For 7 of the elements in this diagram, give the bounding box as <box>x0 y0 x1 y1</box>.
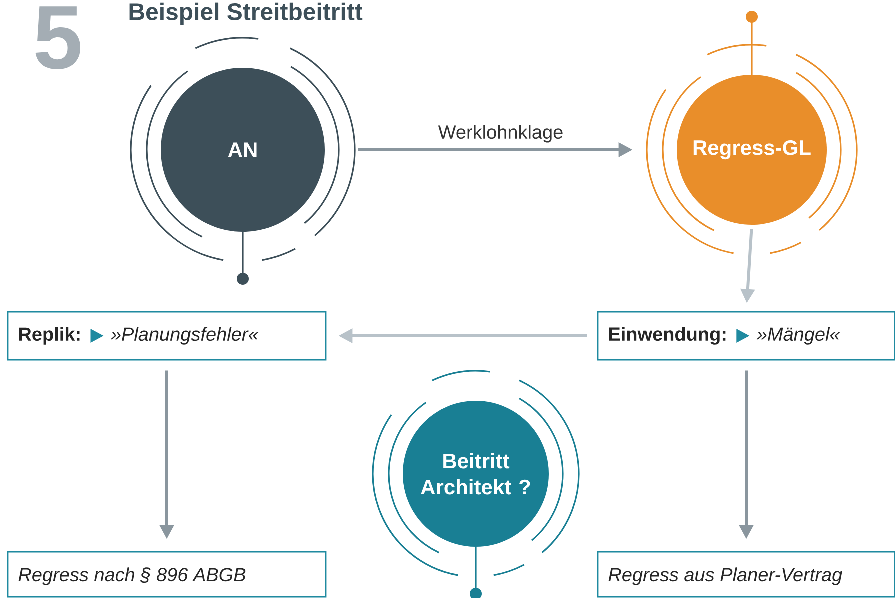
section-number: 5 <box>36 6 81 70</box>
edge-label: Werklohnklage <box>437 124 565 144</box>
text-box: Einwendung: »Mängel« <box>597 311 895 361</box>
text-box: Regress nach § 896 ABGB <box>7 551 327 598</box>
text-box: Replik: »Planungsfehler« <box>7 311 327 361</box>
title: Beispiel Streitbeitritt <box>130 2 363 26</box>
text-box: Regress aus Planer-Vertrag <box>597 551 895 598</box>
